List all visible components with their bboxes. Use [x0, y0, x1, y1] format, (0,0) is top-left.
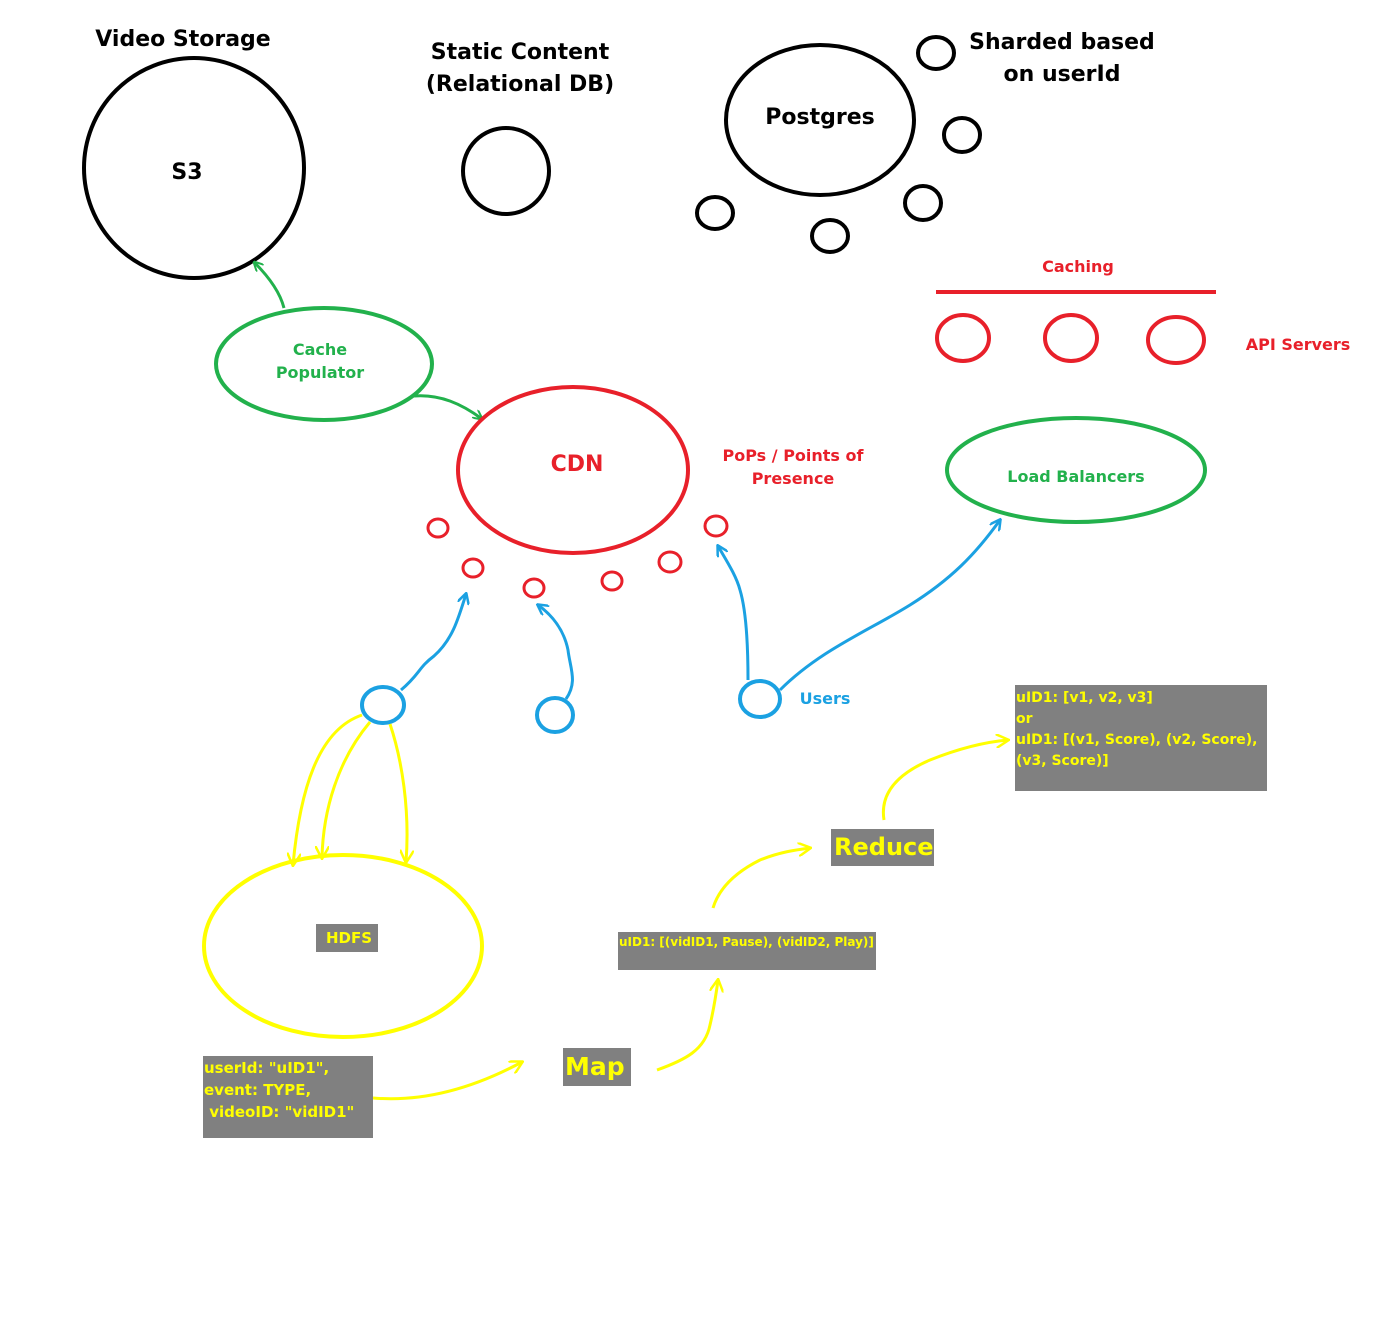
reduce-output-box: uID1: [v1, v2, v3] or uID1: [(v1, Score)… — [1015, 685, 1267, 791]
cache-populator-label-line2: Populator — [276, 363, 364, 382]
event-record-line: videoID: "vidID1" — [204, 1103, 355, 1121]
map-output-to-reduce-arrow — [711, 848, 810, 909]
user-to-pop-arrow — [400, 594, 466, 692]
user-to-hdfs-arrow — [388, 723, 407, 862]
pops-label-line1: PoPs / Points of — [723, 446, 865, 465]
map-output-text: uID1: [(vidID1, Pause), (vidID2, Play)] — [619, 935, 874, 949]
reduce-box: Reduce — [831, 829, 934, 866]
pop-node — [703, 514, 729, 538]
map-box: Map — [563, 1048, 631, 1086]
event-record-box: userId: "uID1", event: TYPE, videoID: "v… — [203, 1056, 373, 1138]
postgres-shard — [810, 218, 850, 254]
cdn-node — [456, 385, 690, 555]
hdfs-label: HDFS — [326, 929, 373, 947]
pop-node — [600, 570, 624, 592]
map-to-output-arrow — [656, 980, 718, 1072]
static-content-label-line1: Static Content — [431, 40, 610, 65]
postgres-shard — [903, 184, 943, 222]
user-to-pop-arrow — [718, 546, 750, 681]
event-record-line: event: TYPE, — [204, 1081, 312, 1099]
user-to-load-balancer-arrow — [778, 520, 1000, 692]
user-node — [738, 679, 782, 719]
reduce-output-line: or — [1016, 711, 1033, 727]
user-to-hdfs-arrow — [322, 721, 372, 858]
pop-node — [461, 557, 485, 579]
postgres-shard — [916, 35, 956, 71]
cache-populator-to-cdn-arrow — [413, 394, 482, 419]
user-node — [535, 696, 575, 734]
pops-label-line2: Presence — [752, 469, 835, 488]
reduce-output-line: uID1: [(v1, Score), (v2, Score), — [1016, 732, 1258, 748]
pop-node — [657, 550, 683, 574]
reduce-to-output-arrow — [881, 740, 1008, 821]
cache-populator-label-line1: Cache — [293, 340, 347, 359]
postgres-node — [724, 43, 916, 197]
cache-populator-node — [214, 306, 434, 422]
reduce-label: Reduce — [834, 833, 934, 861]
hdfs-node — [202, 853, 484, 1039]
user-node — [360, 685, 406, 725]
reduce-output-line: (v3, Score)] — [1016, 753, 1109, 769]
cache-populator-to-s3-arrow — [254, 262, 286, 309]
map-output-box: uID1: [(vidID1, Pause), (vidID2, Play)] — [618, 932, 876, 970]
postgres-shard — [695, 195, 735, 231]
load-balancers-label: Load Balancers — [1007, 467, 1144, 486]
pop-node — [426, 517, 450, 539]
pop-node — [522, 577, 546, 599]
user-to-hdfs-arrow — [293, 713, 363, 865]
s3-label: S3 — [171, 160, 202, 185]
api-server-node — [935, 313, 991, 363]
static-content-label-line2: (Relational DB) — [426, 72, 614, 97]
postgres-label: Postgres — [765, 105, 874, 130]
caching-label: Caching — [1042, 257, 1114, 276]
map-label: Map — [565, 1052, 625, 1081]
relational-db-node — [461, 126, 551, 216]
api-servers-label: API Servers — [1246, 335, 1351, 354]
api-server-node — [1043, 313, 1099, 363]
user-to-pop-arrow — [538, 605, 574, 700]
postgres-shard — [942, 116, 982, 154]
s3-node — [82, 56, 306, 280]
api-server-node — [1146, 315, 1206, 365]
hdfs-label-box: HDFS — [316, 924, 378, 952]
reduce-output-line: uID1: [v1, v2, v3] — [1016, 690, 1153, 706]
cdn-label: CDN — [551, 452, 604, 477]
sharded-label-line2: on userId — [1004, 62, 1121, 87]
event-record-to-map-arrow — [372, 1062, 522, 1101]
users-label: Users — [800, 689, 851, 708]
load-balancers-node — [945, 416, 1207, 524]
event-record-line: userId: "uID1", — [204, 1059, 330, 1077]
sharded-label-line1: Sharded based — [969, 30, 1155, 55]
video-storage-label: Video Storage — [95, 27, 270, 52]
